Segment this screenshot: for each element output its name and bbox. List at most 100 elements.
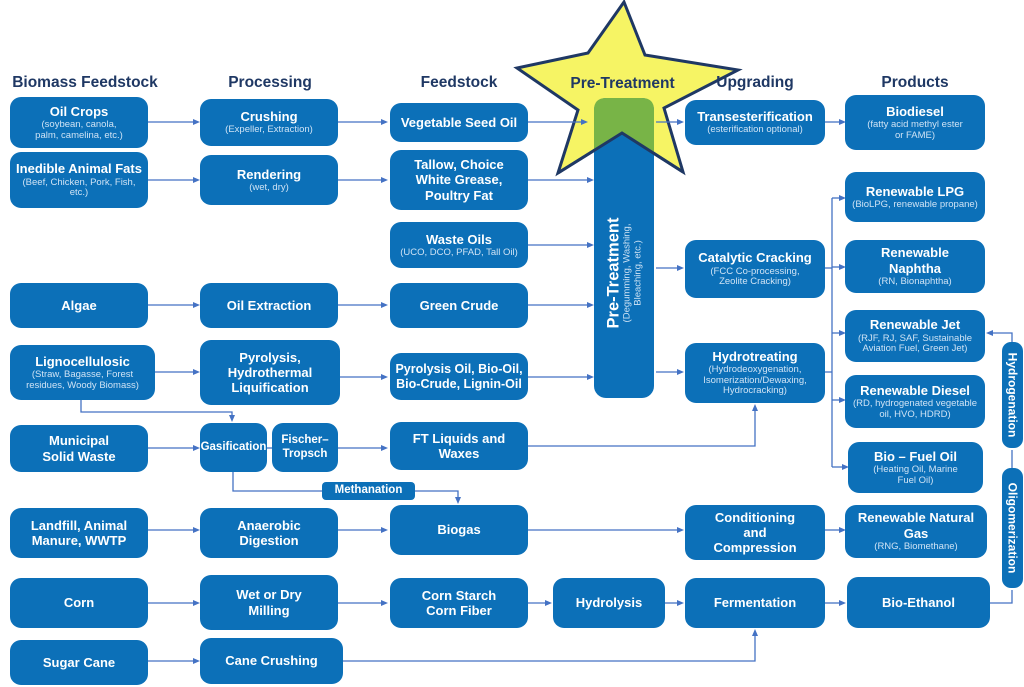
node-label: Waste Oils <box>426 231 492 247</box>
node-bio-fuel-oil: Bio – Fuel Oil (Heating Oil, Marine Fuel… <box>848 442 983 493</box>
header-upgrading: Upgrading <box>716 74 794 91</box>
node-inedible-animal-fats: Inedible Animal Fats (Beef, Chicken, Por… <box>10 152 148 208</box>
node-label: Biodiesel <box>886 103 944 119</box>
node-conditioning: Conditioning and Compression <box>685 505 825 560</box>
node-label: Renewable Diesel <box>860 382 970 398</box>
node-renewable-natural-gas: Renewable Natural Gas (RNG, Biomethane) <box>845 505 987 558</box>
node-label: Sugar Cane <box>42 654 116 670</box>
star-notch-outline <box>557 131 684 175</box>
node-sublabel: (RNG, Biomethane) <box>874 541 958 553</box>
connector-ftliquids-hydrotreating <box>528 404 758 447</box>
node-label: FT Liquids and Waxes <box>412 430 506 461</box>
node-sublabel: (UCO, DCO, PFAD, Tall Oil) <box>400 246 518 258</box>
connector-canecrushing-fermentation <box>343 629 758 662</box>
node-label: Pyrolysis Oil, Bio-Oil, Bio-Crude, Ligni… <box>395 361 523 391</box>
node-fischer-tropsch: Fischer– Tropsch <box>272 423 338 472</box>
node-label: Conditioning and Compression <box>713 509 797 556</box>
node-hydrotreating: Hydrotreating (Hydrodeoxygenation, Isome… <box>685 343 825 403</box>
node-label: Bio – Fuel Oil <box>873 448 958 464</box>
node-label: Oil Crops <box>49 103 109 119</box>
node-corn-starch: Corn Starch Corn Fiber <box>390 578 528 628</box>
node-label: Landfill, Animal Manure, WWTP <box>30 517 128 548</box>
node-vegetable-seed-oil: Vegetable Seed Oil <box>390 103 528 142</box>
node-label: Renewable Naphtha <box>881 245 949 276</box>
node-oligomerization: Oligomerization <box>1002 468 1023 588</box>
node-methanation: Methanation <box>322 482 415 500</box>
node-sublabel: (RN, Bionaphtha) <box>878 276 952 288</box>
node-sublabel: (Beef, Chicken, Pork, Fish, etc.) <box>22 176 136 199</box>
node-pyrolysis: Pyrolysis, Hydrothermal Liquification <box>200 340 340 405</box>
node-label: Fermentation <box>713 595 797 611</box>
node-renewable-jet: Renewable Jet (RJF, RJ, SAF, Sustainable… <box>845 310 985 362</box>
node-sublabel: (RD, hydrogenated vegetable oil, HVO, HD… <box>852 398 978 420</box>
node-label: Hydrogenation <box>1005 352 1020 438</box>
node-fermentation: Fermentation <box>685 578 825 628</box>
node-rendering: Rendering (wet, dry) <box>200 155 338 205</box>
node-sublabel: (fatty acid methyl ester or FAME) <box>867 119 963 141</box>
node-label: Anaerobic Digestion <box>237 517 301 548</box>
node-hydrogenation: Hydrogenation <box>1002 342 1023 448</box>
node-anaerobic-digestion: Anaerobic Digestion <box>200 508 338 558</box>
node-sublabel: (Heating Oil, Marine Fuel Oil) <box>873 464 958 486</box>
node-ft-liquids: FT Liquids and Waxes <box>390 422 528 470</box>
header-biomass-feedstock: Biomass Feedstock <box>12 74 158 91</box>
connector-bioethanol-oligomerization <box>990 590 1013 604</box>
node-label: Oligomerization <box>1005 482 1020 574</box>
node-label: Renewable LPG <box>865 183 965 199</box>
node-pyrolysis-oil: Pyrolysis Oil, Bio-Oil, Bio-Crude, Ligni… <box>390 353 528 400</box>
connector-ligno-gasification <box>80 400 235 422</box>
node-landfill: Landfill, Animal Manure, WWTP <box>10 508 148 558</box>
node-renewable-lpg: Renewable LPG (BioLPG, renewable propane… <box>845 172 985 222</box>
node-sublabel: (esterification optional) <box>707 124 803 136</box>
node-label: Vegetable Seed Oil <box>400 114 518 130</box>
node-catalytic-cracking: Catalytic Cracking (FCC Co-processing, Z… <box>685 240 825 298</box>
node-sublabel: (Hydrodeoxygenation, Isomerization/Dewax… <box>703 364 807 397</box>
node-label: Catalytic Cracking <box>698 250 812 266</box>
node-corn: Corn <box>10 578 148 628</box>
node-label: Hydrotreating <box>712 348 798 364</box>
node-bio-ethanol: Bio-Ethanol <box>847 577 990 628</box>
node-label: Tallow, Choice White Grease, Poultry Fat <box>414 157 504 203</box>
node-label: Hydrolysis <box>575 595 643 611</box>
node-waste-oils: Waste Oils (UCO, DCO, PFAD, Tall Oil) <box>390 222 528 268</box>
node-hydrolysis: Hydrolysis <box>553 578 665 628</box>
node-label: Inedible Animal Fats <box>16 161 142 177</box>
node-sublabel: (FCC Co-processing, Zeolite Cracking) <box>710 265 800 288</box>
node-green-crude: Green Crude <box>390 283 528 328</box>
node-label: Fischer– Tropsch <box>281 433 329 460</box>
node-label: Algae <box>61 297 97 313</box>
node-sublabel: (wet, dry) <box>249 181 289 193</box>
node-label: Renewable Natural Gas <box>857 510 975 541</box>
node-sugar-cane: Sugar Cane <box>10 640 148 685</box>
node-label: Green Crude <box>419 297 499 313</box>
node-sublabel: (Straw, Bagasse, Forest residues, Woody … <box>26 369 139 391</box>
node-cane-crushing: Cane Crushing <box>200 638 343 684</box>
node-biodiesel: Biodiesel (fatty acid methyl ester or FA… <box>845 95 985 150</box>
node-label: Rendering <box>236 166 302 182</box>
node-sublabel: (Expeller, Extraction) <box>225 124 313 136</box>
node-renewable-naphtha: Renewable Naphtha (RN, Bionaphtha) <box>845 240 985 293</box>
node-label: Municipal Solid Waste <box>42 433 116 464</box>
node-tallow: Tallow, Choice White Grease, Poultry Fat <box>390 150 528 210</box>
node-label: Gasification <box>200 440 267 453</box>
header-products: Products <box>881 74 949 91</box>
header-pre-treatment: Pre-Treatment <box>570 75 675 92</box>
node-label: Corn <box>63 595 95 611</box>
node-oil-extraction: Oil Extraction <box>200 283 338 328</box>
node-label: Oil Extraction <box>226 297 312 313</box>
node-oil-crops: Oil Crops (soybean, canola, palm, cameli… <box>10 97 148 148</box>
pretreatment-unit-box <box>594 98 654 398</box>
node-sublabel: (BioLPG, renewable propane) <box>852 198 978 210</box>
header-processing: Processing <box>228 74 312 91</box>
node-label: Corn Starch Corn Fiber <box>421 587 497 618</box>
node-municipal-solid-waste: Municipal Solid Waste <box>10 425 148 472</box>
node-label: Crushing <box>240 109 298 125</box>
pretreatment-green-cap <box>594 98 654 153</box>
node-sublabel: (soybean, canola, palm, camelina, etc.) <box>35 119 123 141</box>
node-label: Lignocellulosic <box>35 353 130 369</box>
node-label: Cane Crushing <box>225 653 318 669</box>
node-algae: Algae <box>10 283 148 328</box>
node-label: Wet or Dry Milling <box>236 587 302 618</box>
